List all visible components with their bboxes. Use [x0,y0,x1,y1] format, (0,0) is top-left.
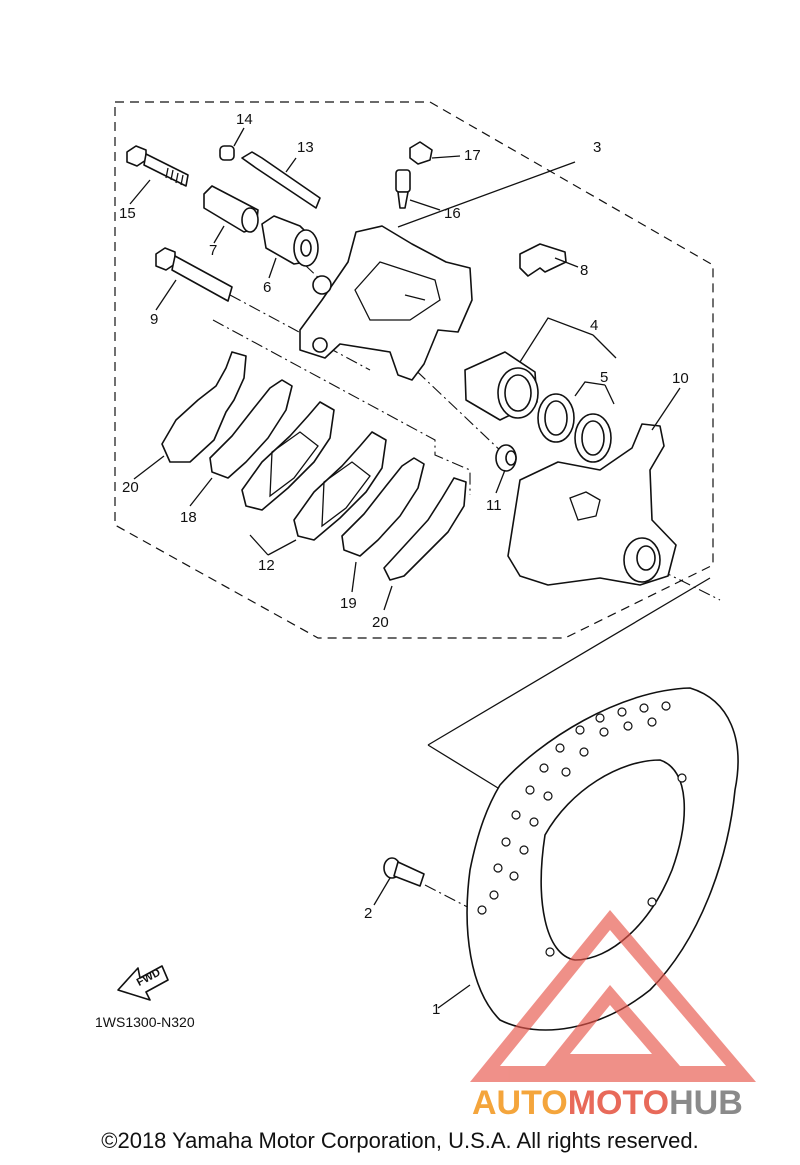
part-label-15: 15 [119,205,136,222]
watermark-text: AUTOMOTOHUB [472,1084,743,1122]
part-label-2: 2 [364,905,372,922]
assembly-boundary [114,101,714,639]
part-labels: 14 13 17 3 15 16 7 8 6 9 4 5 10 20 11 18… [119,111,689,1018]
part-label-19: 19 [340,595,357,612]
watermark-auto: AUTO [472,1084,568,1122]
pad-shim-18-drawing [209,379,293,479]
piston-seals-5-drawing [537,393,612,463]
part-label-10: 10 [672,370,689,387]
caliper-bracket-10-drawing [507,423,677,586]
bolt-9-drawing [155,247,233,302]
part-label-1: 1 [432,1001,440,1018]
bolt-15-drawing [126,145,189,187]
part-label-14: 14 [236,111,253,128]
part-label-5: 5 [600,369,608,386]
part-label-20-right: 20 [372,614,389,631]
boot-6-drawing [261,215,319,267]
part-label-13: 13 [297,139,314,156]
part-label-4: 4 [590,317,598,334]
copyright-notice: ©2018 Yamaha Motor Corporation, U.S.A. A… [101,1128,699,1153]
sleeve-14-drawing [219,145,235,161]
part-label-16: 16 [444,205,461,222]
part-label-8: 8 [580,262,588,279]
bleed-cap-17-drawing [409,141,433,165]
bleed-screw-16-drawing [395,169,411,209]
diagram-code: 1WS1300-N320 [95,1014,195,1030]
caliper-body-drawing [299,225,473,381]
pad-shim-20-right-drawing [383,477,467,581]
piston-4-drawing [464,351,539,421]
brake-disc-1-drawing [466,687,739,1031]
watermark-hub: HUB [669,1084,743,1122]
part-label-17: 17 [464,147,481,164]
centre-line-disc [639,559,721,601]
brake-pad-12-lower-drawing [293,431,387,541]
disc-holes [477,701,687,957]
part-label-9: 9 [150,311,158,328]
watermark-moto: MOTO [568,1084,669,1122]
part-label-3: 3 [593,139,601,156]
leader-lines [129,127,681,1009]
pad-spring-8-drawing [519,243,567,277]
sleeve-7-drawing [203,185,259,233]
disc-guide-line [427,577,711,789]
centre-line-pin [229,294,371,371]
brake-pad-12-upper-drawing [241,401,335,511]
pad-kit-boundary [212,319,471,495]
fwd-arrow [117,965,169,1001]
part-label-11: 11 [486,497,502,514]
disc-bolt-2-drawing [383,857,425,887]
part-label-7: 7 [209,242,217,259]
automotohub-watermark-logo [470,910,756,1082]
part-label-18: 18 [180,509,197,526]
part-label-6: 6 [263,279,271,296]
pin-13-drawing [241,151,321,209]
bushing-11-drawing [495,444,517,472]
part-label-20-left: 20 [122,479,139,496]
part-label-12: 12 [258,557,275,574]
pad-shim-19-drawing [341,457,425,557]
pad-shim-20-left-drawing [161,351,247,463]
